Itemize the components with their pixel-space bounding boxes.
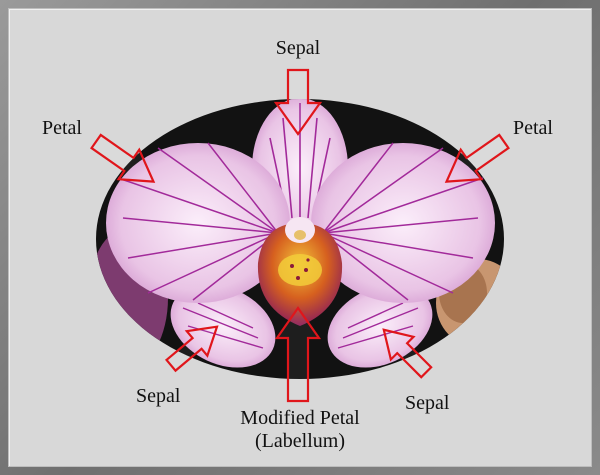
arrow-labellum — [274, 306, 322, 403]
arrow-left-petal — [90, 133, 156, 183]
label-top-sepal: Sepal — [275, 37, 321, 59]
labellum-shape — [257, 223, 343, 326]
bottom-right-sepal-shape — [327, 284, 433, 368]
label-bottom-left-sepal: Sepal — [136, 385, 181, 407]
diagram-panel: Sepal Petal Petal Sepal Sepal Modified P… — [8, 8, 592, 467]
orchid-photo — [96, 99, 504, 379]
arrow-right-petal — [444, 133, 510, 183]
label-labellum-line2: (Labellum) — [255, 430, 345, 452]
bottom-left-sepal-shape — [170, 284, 276, 368]
arrow-bottom-right-sepal — [382, 328, 433, 379]
orchid-anther — [294, 230, 306, 240]
label-labellum-line1: Modified Petal — [240, 407, 360, 429]
arrow-top-sepal — [273, 68, 323, 136]
orchid-diagram — [90, 68, 510, 403]
left-petal-shape — [106, 142, 290, 303]
right-petal-shape — [311, 142, 495, 303]
arrow-bottom-left-sepal — [164, 325, 219, 373]
label-left-petal: Petal — [42, 117, 82, 139]
label-bottom-right-sepal: Sepal — [405, 392, 450, 414]
label-right-petal: Petal — [513, 117, 553, 139]
